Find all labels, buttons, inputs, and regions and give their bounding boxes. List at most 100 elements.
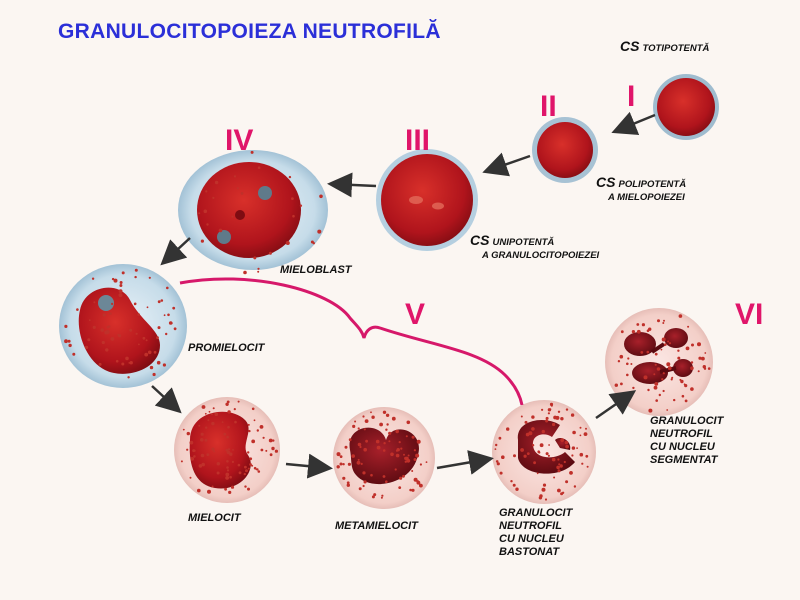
granule [541, 429, 545, 434]
granule [225, 448, 229, 452]
granule [667, 366, 672, 371]
granule [248, 429, 251, 433]
granule [411, 470, 414, 472]
granule [64, 339, 68, 344]
granule [359, 445, 362, 449]
granule [182, 428, 185, 431]
granule [249, 457, 253, 461]
granule [225, 472, 230, 477]
granule [558, 463, 561, 466]
granule [646, 350, 650, 354]
granule [145, 339, 148, 342]
cell-unipotenta [376, 149, 478, 251]
granule [250, 150, 254, 154]
granule [186, 431, 190, 436]
granule [541, 408, 544, 411]
granule [170, 322, 173, 325]
granule [162, 363, 166, 367]
granule [662, 372, 665, 375]
granule [667, 340, 670, 343]
granule [218, 228, 223, 233]
granule [375, 439, 380, 444]
granule [204, 438, 208, 442]
granule [531, 427, 535, 431]
granule [391, 416, 396, 421]
granule [620, 382, 623, 386]
granule [319, 194, 323, 199]
granule [690, 366, 694, 371]
granule [579, 426, 582, 429]
granule [312, 242, 315, 245]
granule [147, 350, 152, 355]
granule [551, 457, 556, 462]
granule [247, 423, 250, 426]
granule [620, 330, 624, 334]
granule [570, 413, 575, 417]
granule [385, 480, 388, 484]
granule [229, 475, 232, 479]
granule [579, 434, 582, 437]
roman-v: V [405, 298, 426, 331]
granule [547, 412, 551, 415]
granule [398, 441, 401, 444]
granule [237, 400, 240, 403]
granule [364, 419, 369, 423]
granule [201, 405, 206, 409]
granule [501, 455, 505, 460]
granule [101, 340, 105, 345]
granule [572, 430, 576, 435]
granule [253, 256, 257, 260]
granule [691, 343, 694, 347]
granule [260, 448, 264, 452]
granule [102, 313, 107, 317]
granule [226, 466, 229, 469]
granule [565, 444, 569, 449]
granule [413, 449, 416, 452]
granule [228, 490, 232, 494]
granule [419, 483, 423, 488]
granule [211, 421, 215, 426]
granule [231, 460, 234, 463]
granule [105, 330, 110, 334]
granule [117, 333, 120, 336]
granule [189, 476, 192, 479]
granule [563, 460, 566, 464]
granule [226, 400, 230, 404]
granule [565, 408, 569, 411]
granule [677, 356, 681, 360]
granule [269, 453, 273, 457]
granule [244, 485, 247, 488]
granule [586, 465, 589, 468]
granule [274, 449, 278, 453]
granule [409, 488, 412, 492]
granule [72, 352, 76, 356]
granule [226, 435, 229, 439]
granule [348, 438, 352, 442]
granule [523, 454, 527, 458]
granule [416, 480, 421, 485]
granule [255, 468, 258, 471]
granule [666, 362, 671, 367]
label-segmentat: GRANULOCIT NEUTROFIL CU NUCLEU SEGMENTAT [650, 415, 724, 466]
granule [648, 408, 653, 413]
granule [419, 463, 422, 466]
granule [265, 449, 268, 452]
granule [690, 387, 694, 391]
granule [221, 421, 224, 423]
granule [678, 314, 683, 318]
granule [515, 487, 519, 491]
granule [110, 337, 115, 341]
granule [707, 367, 711, 370]
granule [407, 454, 410, 457]
granule [636, 323, 640, 326]
granule [352, 424, 356, 428]
granule [404, 460, 407, 463]
granule [118, 293, 123, 298]
granule [243, 472, 246, 476]
granule [251, 407, 255, 411]
granule [564, 440, 569, 445]
granule [585, 454, 589, 458]
granule [583, 432, 588, 436]
granule [347, 462, 351, 466]
arrows [151, 111, 656, 479]
